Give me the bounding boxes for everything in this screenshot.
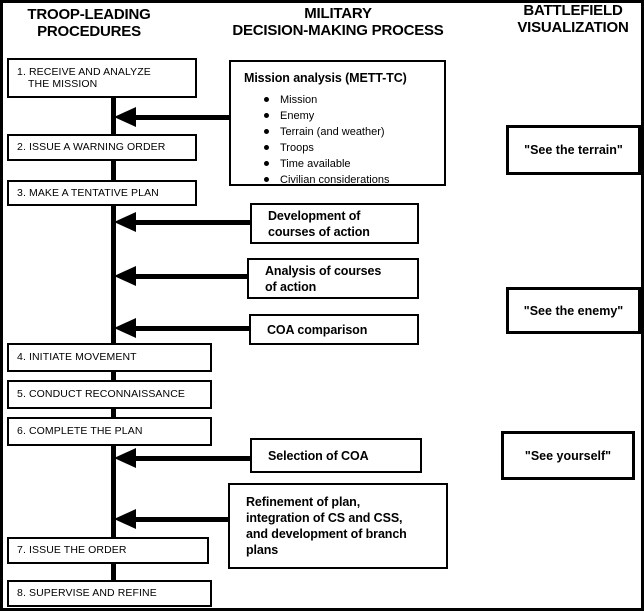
mett-tc-bullet-list: Mission Enemy Terrain (and weather) Troo… [244,92,438,188]
arrowhead-left-icon [114,212,136,232]
mett-tc-bullet: Troops [264,140,438,156]
column-header-military-decision-making-process: MILITARY DECISION-MAKING PROCESS [232,5,444,39]
mission-analysis-title: Mission analysis (METT-TC) [244,71,407,85]
bv-box-see-the-terrain: "See the terrain" [506,125,641,175]
mett-tc-bullet: Mission [264,92,438,108]
tlp-step-1-receive-and-analyze-mission: 1. RECEIVE AND ANALYZE THE MISSION [7,58,197,98]
arrowhead-left-icon [114,509,136,529]
mett-tc-bullet: Time available [264,156,438,172]
arrow-mission-analysis-to-tlp [114,107,231,127]
mdmp-box-analysis-of-coa: Analysis of courses of action [247,258,419,299]
bv-box-see-the-enemy: "See the enemy" [506,287,641,334]
arrowhead-left-icon [114,107,136,127]
mdmp-box-selection-of-coa: Selection of COA [250,438,422,473]
arrowhead-left-icon [114,448,136,468]
arrowhead-left-icon [114,318,136,338]
tlp-step-6-complete-the-plan: 6. COMPLETE THE PLAN [7,417,212,446]
bv-box-see-yourself: "See yourself" [501,431,635,480]
tlp-step-3-make-tentative-plan: 3. MAKE A TENTATIVE PLAN [7,180,197,206]
arrow-analysis-to-tlp [114,266,249,286]
column-header-troop-leading-procedures: TROOP-LEADING PROCEDURES [27,6,151,40]
arrowhead-left-icon [114,266,136,286]
arrow-development-to-tlp [114,212,252,232]
mett-tc-bullet: Civilian considerations [264,172,438,188]
column-header-battlefield-visualization: BATTLEFIELD VISUALIZATION [517,2,629,36]
mdmp-box-coa-comparison: COA comparison [249,314,419,345]
mett-tc-bullet: Terrain (and weather) [264,124,438,140]
arrow-comparison-to-tlp [114,318,251,338]
mdmp-box-refinement-of-plan: Refinement of plan, integration of CS an… [228,483,448,569]
tlp-step-5-conduct-reconnaissance: 5. CONDUCT RECONNAISSANCE [7,380,212,409]
mdmp-box-development-of-coa: Development of courses of action [250,203,419,244]
mdmp-box-mission-analysis: Mission analysis (METT-TC) Mission Enemy… [229,60,446,186]
mett-tc-bullet: Enemy [264,108,438,124]
tlp-step-8-supervise-and-refine: 8. SUPERVISE AND REFINE [7,580,212,607]
tlp-step-7-issue-the-order: 7. ISSUE THE ORDER [7,537,209,564]
tlp-step-4-initiate-movement: 4. INITIATE MOVEMENT [7,343,212,372]
arrow-selection-to-tlp [114,448,252,468]
arrow-refinement-to-tlp [114,509,230,529]
tlp-step-2-issue-warning-order: 2. ISSUE A WARNING ORDER [7,134,197,161]
tlp-connector-line [111,98,116,580]
